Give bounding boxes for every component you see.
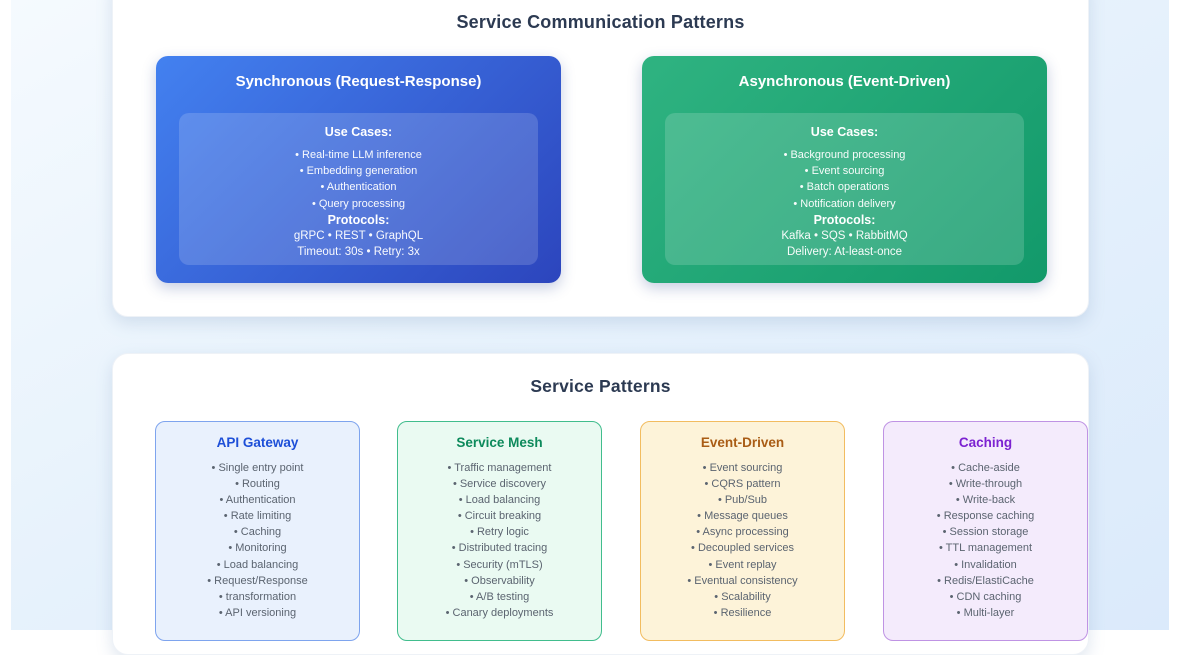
list-item: • Notification delivery bbox=[793, 197, 896, 210]
list-item: • Request/Response bbox=[207, 574, 308, 587]
list-item: • Routing bbox=[235, 478, 280, 491]
communication-section-card: Service Communication Patterns Synchrono… bbox=[112, 0, 1089, 317]
list-item: • Load balancing bbox=[216, 558, 299, 571]
api-gateway-card: API Gateway • Single entry point • Routin… bbox=[155, 421, 360, 641]
protocols-label: Protocols: bbox=[813, 212, 876, 227]
list-item: • Retry logic bbox=[470, 526, 529, 539]
list-item: • Async processing bbox=[696, 526, 789, 539]
list-item: • Redis/ElastiCache bbox=[937, 574, 1034, 587]
asynchronous-details-panel: Use Cases: • Background processing • Even… bbox=[665, 113, 1024, 265]
caching-card: Caching • Cache-aside • Write-through • Wr… bbox=[883, 421, 1088, 641]
delivery-note: Delivery: At-least-once bbox=[786, 246, 903, 259]
use-cases-label: Use Cases: bbox=[324, 125, 393, 139]
list-item: • Traffic management bbox=[447, 462, 552, 474]
list-item: • Cache-aside bbox=[951, 462, 1020, 474]
api-gateway-card-title: API Gateway bbox=[216, 435, 299, 450]
use-cases-label: Use Cases: bbox=[810, 125, 879, 139]
asynchronous-box: Asynchronous (Event-Driven) Use Cases: •… bbox=[642, 56, 1047, 283]
list-item: • A/B testing bbox=[469, 590, 530, 603]
list-item: • Multi-layer bbox=[956, 606, 1015, 619]
list-item: • Authentication bbox=[219, 494, 296, 507]
list-item: • Write-through bbox=[948, 478, 1023, 491]
synchronous-details-panel: Use Cases: • Real-time LLM inference • Em… bbox=[179, 113, 538, 265]
list-item: • Monitoring bbox=[228, 542, 287, 555]
list-item: • Pub/Sub bbox=[717, 494, 768, 507]
list-item: • Distributed tracing bbox=[451, 542, 548, 555]
event-driven-card: Event-Driven • Event sourcing • CQRS patt… bbox=[640, 421, 845, 641]
service-mesh-item-list: • Traffic management • Service discovery •… bbox=[398, 460, 601, 621]
list-item: • transformation bbox=[218, 590, 297, 603]
list-item: • API versioning bbox=[218, 606, 297, 619]
list-item: • CDN caching bbox=[949, 590, 1022, 603]
use-cases-list: • Background processing • Event sourcing •… bbox=[665, 147, 1024, 212]
protocols-value: gRPC • REST • GraphQL bbox=[293, 230, 424, 243]
api-gateway-item-list: • Single entry point • Routing • Authentic… bbox=[156, 460, 359, 621]
list-item: • Eventual consistency bbox=[687, 574, 798, 587]
caching-item-list: • Cache-aside • Write-through • Write-back… bbox=[884, 460, 1087, 621]
list-item: • Response caching bbox=[936, 510, 1035, 523]
service-patterns-section-title: Service Patterns bbox=[530, 376, 671, 396]
protocols-label: Protocols: bbox=[327, 212, 390, 227]
caching-card-title: Caching bbox=[958, 435, 1013, 450]
list-item: • Observability bbox=[464, 574, 535, 587]
list-item: • Message queues bbox=[697, 510, 788, 523]
list-item: • Embedding generation bbox=[299, 165, 418, 178]
list-item: • Batch operations bbox=[799, 181, 890, 194]
list-item: • Write-back bbox=[955, 494, 1016, 507]
list-item: • Service discovery bbox=[452, 478, 547, 491]
list-item: • Event sourcing bbox=[804, 165, 885, 178]
list-item: • Background processing bbox=[783, 149, 906, 161]
service-mesh-card: Service Mesh • Traffic management • Servi… bbox=[397, 421, 602, 641]
list-item: • Rate limiting bbox=[223, 510, 292, 523]
list-item: • Session storage bbox=[942, 526, 1029, 539]
list-item: • TTL management bbox=[938, 542, 1033, 555]
protocols-value: Kafka • SQS • RabbitMQ bbox=[781, 230, 908, 243]
list-item: • Canary deployments bbox=[445, 606, 554, 619]
list-item: • Load balancing bbox=[458, 494, 541, 507]
synchronous-box-title: Synchronous (Request-Response) bbox=[235, 73, 482, 90]
list-item: • Single entry point bbox=[211, 462, 304, 474]
list-item: • Scalability bbox=[714, 590, 771, 603]
list-item: • Real-time LLM inference bbox=[295, 149, 422, 161]
service-patterns-section-card: Service Patterns API Gateway • Single en… bbox=[112, 353, 1089, 655]
asynchronous-box-title: Asynchronous (Event-Driven) bbox=[738, 73, 951, 90]
synchronous-box: Synchronous (Request-Response) Use Cases… bbox=[156, 56, 561, 283]
use-cases-list: • Real-time LLM inference • Embedding gen… bbox=[179, 147, 538, 212]
list-item: • Circuit breaking bbox=[457, 510, 542, 523]
list-item: • Invalidation bbox=[954, 558, 1017, 571]
service-mesh-card-title: Service Mesh bbox=[456, 435, 543, 450]
event-driven-item-list: • Event sourcing • CQRS pattern • Pub/Sub •… bbox=[641, 460, 844, 621]
timeout-retry-note: Timeout: 30s • Retry: 3x bbox=[297, 246, 420, 259]
list-item: • Authentication bbox=[320, 181, 397, 194]
list-item: • Query processing bbox=[311, 197, 406, 210]
communication-section-title: Service Communication Patterns bbox=[456, 12, 745, 32]
list-item: • Security (mTLS) bbox=[456, 558, 543, 571]
list-item: • Caching bbox=[233, 526, 282, 539]
list-item: • Resilience bbox=[713, 606, 772, 619]
list-item: • Event replay bbox=[708, 558, 777, 571]
list-item: • CQRS pattern bbox=[704, 478, 781, 491]
list-item: • Event sourcing bbox=[702, 462, 783, 474]
list-item: • Decoupled services bbox=[691, 542, 794, 555]
event-driven-card-title: Event-Driven bbox=[700, 435, 785, 450]
